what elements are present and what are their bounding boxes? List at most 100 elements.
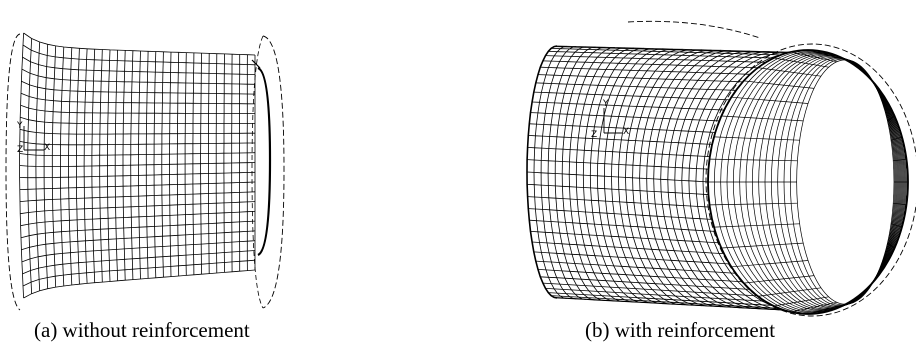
inner-wall-line bbox=[731, 260, 809, 268]
mesh-line-vertical bbox=[106, 49, 111, 282]
panel-b-undeformed-top bbox=[627, 20, 761, 39]
inner-wall-line bbox=[709, 202, 798, 206]
panel-a-mesh bbox=[5, 32, 285, 311]
inner-wall-line bbox=[893, 158, 907, 162]
mesh-line-vertical bbox=[184, 52, 187, 276]
mesh-line-vertical bbox=[192, 52, 195, 275]
inner-wall-line bbox=[890, 223, 903, 228]
panel-b-axis-x-label: X bbox=[623, 127, 629, 137]
mesh-line-vertical bbox=[200, 53, 202, 275]
mesh-line-circumferential bbox=[653, 50, 731, 308]
inner-wall-line bbox=[842, 57, 863, 68]
panel-a-rim bbox=[257, 66, 272, 257]
mesh-line-circumferential bbox=[660, 50, 741, 309]
mesh-line-circumferential bbox=[688, 51, 780, 311]
mesh-line-circumferential bbox=[667, 50, 751, 309]
inner-wall-line bbox=[743, 275, 815, 284]
mesh-line-vertical bbox=[145, 51, 149, 279]
inner-wall-line bbox=[887, 242, 895, 249]
inner-wall-line bbox=[709, 158, 798, 162]
mesh-line-circumferential bbox=[568, 47, 615, 302]
mesh-line-vertical bbox=[35, 41, 41, 291]
inner-wall-line bbox=[721, 115, 804, 122]
mesh-line-vertical bbox=[76, 48, 80, 285]
inner-wall-line bbox=[757, 287, 822, 297]
mesh-line-vertical bbox=[153, 51, 157, 278]
mesh-line-circumferential bbox=[582, 47, 635, 303]
inner-wall-line bbox=[773, 57, 829, 68]
mesh-line-circumferential bbox=[674, 51, 760, 310]
panel-a-undeformed-left bbox=[5, 33, 21, 311]
panel-b-axis-z-label: Z bbox=[591, 130, 597, 140]
mesh-line-circumferential bbox=[618, 48, 683, 306]
panel-a-axis-x-label: X bbox=[44, 143, 50, 153]
panel-b-left-edge bbox=[526, 45, 558, 299]
mesh-line-vertical bbox=[223, 53, 225, 273]
mesh-line-circumferential bbox=[533, 45, 567, 299]
mesh-line-circumferential bbox=[540, 46, 577, 300]
panel-a-undeformed-right bbox=[262, 35, 285, 309]
mesh-line-vertical bbox=[130, 50, 134, 280]
inner-wall-line bbox=[842, 296, 863, 307]
mesh-line-circumferential bbox=[547, 46, 587, 300]
panel-a-caption: (a) without reinforcement bbox=[34, 318, 250, 342]
inner-wall-line bbox=[857, 287, 870, 297]
inner-wall-line bbox=[882, 260, 885, 267]
mesh-line-vertical bbox=[138, 50, 141, 280]
mesh-line-vertical bbox=[19, 32, 24, 299]
inner-wall-line bbox=[773, 296, 829, 307]
inner-wall-line bbox=[731, 96, 809, 104]
mesh-line-circumferential bbox=[561, 46, 606, 301]
inner-wall-line bbox=[871, 80, 877, 89]
inner-wall-line bbox=[807, 49, 846, 61]
inner-wall-line bbox=[713, 223, 800, 228]
mesh-line-vertical bbox=[215, 53, 218, 274]
mesh-line-vertical bbox=[122, 50, 126, 281]
inner-wall-line bbox=[790, 301, 837, 313]
inner-wall-line bbox=[807, 303, 846, 315]
inner-wall-line bbox=[887, 115, 895, 122]
mesh-line-circumferential bbox=[632, 49, 702, 307]
panel-b-caption: (b) with reinforcement bbox=[585, 318, 776, 342]
mesh-line-vertical bbox=[161, 51, 164, 278]
panel-b-undeformed-outline bbox=[705, 43, 916, 317]
panel-b-axis-y-label: Y bbox=[602, 99, 609, 109]
mesh-line-circumferential bbox=[639, 49, 712, 307]
mesh-line-vertical bbox=[68, 47, 73, 286]
mesh-line-circumferential bbox=[603, 48, 664, 305]
mesh-line-vertical bbox=[91, 49, 96, 283]
panel-b-mesh bbox=[526, 20, 916, 317]
inner-wall-line bbox=[871, 275, 877, 284]
inner-wall-line bbox=[721, 242, 804, 249]
panel-a-axis-z-label: Z bbox=[17, 145, 23, 155]
mesh-line-vertical bbox=[83, 48, 88, 284]
mesh-line-vertical bbox=[176, 52, 180, 277]
mesh-line-circumferential bbox=[702, 52, 799, 312]
inner-wall-line bbox=[790, 51, 837, 63]
panel-a-axis-y-label: Y bbox=[16, 121, 23, 131]
mesh-line-circumferential bbox=[611, 48, 673, 305]
panel-a-body bbox=[19, 33, 255, 298]
mesh-line-circumferential bbox=[589, 47, 644, 303]
inner-wall-line bbox=[893, 202, 907, 206]
mesh-line-circumferential bbox=[646, 49, 722, 308]
mesh-line-circumferential bbox=[575, 47, 625, 302]
panel-a-undeformed-right-back bbox=[251, 35, 264, 309]
mesh-line-vertical bbox=[43, 44, 49, 289]
inner-wall-line bbox=[825, 301, 854, 313]
mesh-line-circumferential bbox=[596, 48, 654, 304]
mesh-line-vertical bbox=[169, 52, 172, 277]
inner-wall-line bbox=[825, 51, 854, 63]
mesh-line-circumferential bbox=[625, 49, 693, 306]
inner-wall-line bbox=[857, 67, 870, 77]
mesh-line-vertical bbox=[99, 49, 103, 283]
panel-b-axis-triad bbox=[603, 108, 622, 134]
mesh-line-vertical bbox=[114, 50, 118, 281]
mesh-line-vertical bbox=[51, 45, 57, 288]
mesh-line-circumferential bbox=[695, 51, 789, 311]
mesh-line-circumferential bbox=[554, 46, 596, 301]
inner-wall-line bbox=[713, 136, 800, 141]
mesh-line-vertical bbox=[27, 38, 32, 294]
